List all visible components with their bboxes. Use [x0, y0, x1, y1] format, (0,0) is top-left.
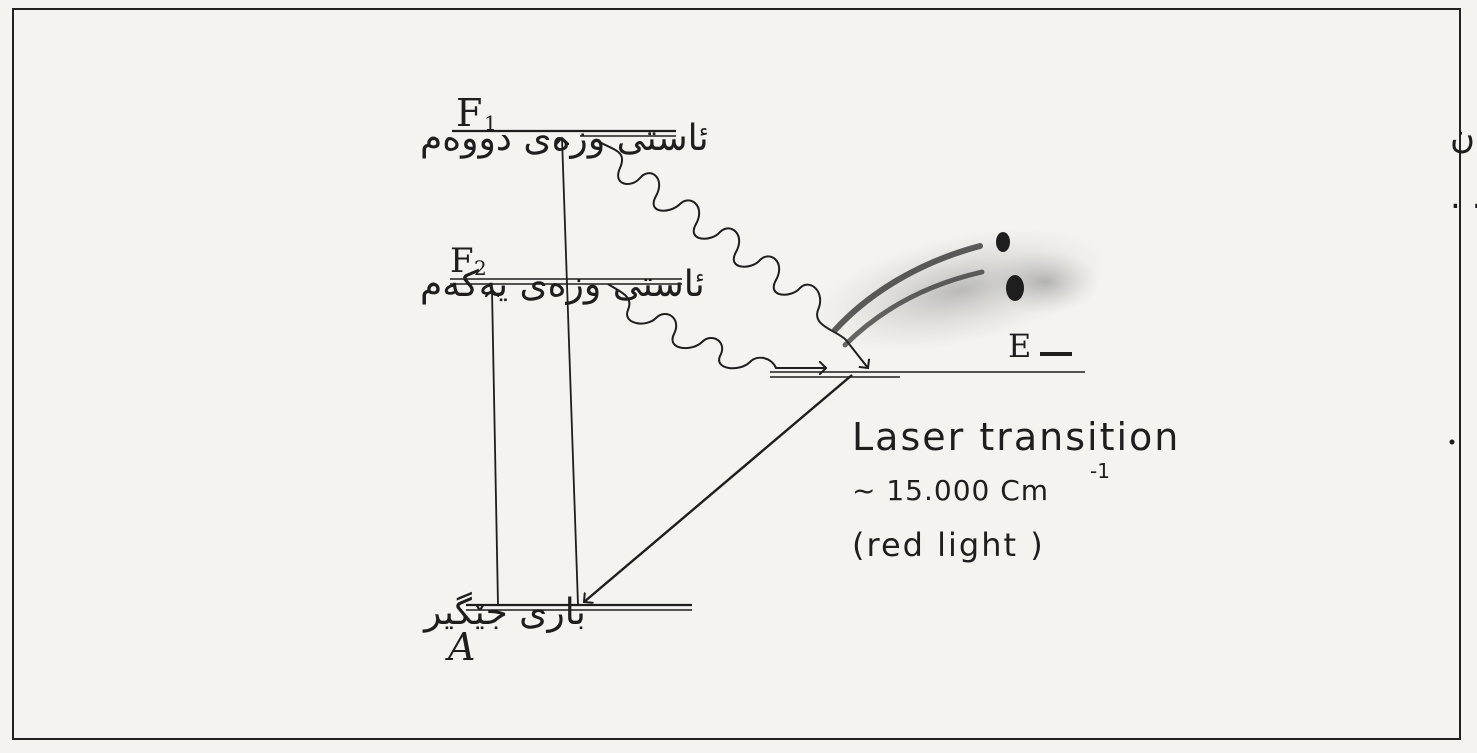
level-a-label: باری جێگیر [422, 591, 586, 633]
level-a-symbol: A [445, 625, 475, 669]
graphite-smudge [812, 227, 1108, 353]
level-f1-symbol-subscript: 1 [484, 111, 497, 135]
level-f2-label: ئاستی وزەی یەکەم [420, 264, 705, 305]
note-line-2: لە ئاستی وزەی جیاوازدا . . . . . [1450, 177, 1477, 217]
laser-transition-value-main: ~ 15.000 Cm [852, 474, 1049, 507]
wavy-decay-arrow-f1-to-e [595, 139, 868, 368]
excitation-arrow-a-to-f2 [492, 290, 498, 606]
level-f1-symbol: F 1 [456, 91, 497, 135]
excitation-arrow-a-to-f1 [562, 138, 579, 606]
level-f1-symbol-letter: F [456, 91, 482, 135]
level-a-line [466, 603, 692, 611]
laser-transition-value: ~ 15.000 Cm -1 [852, 459, 1110, 507]
level-f2-symbol-subscript: 2 [474, 256, 487, 280]
laser-transition-arrow [584, 374, 853, 602]
note-line-1: چۆنیەتی گواستنەوەی ئەلەکترۆنەکان [1450, 117, 1477, 157]
diagram-frame [12, 8, 1461, 740]
level-f1-label: ئاستی وزەی دووەم [420, 118, 709, 159]
wavy-decay-arrow-f2-to-e [607, 283, 826, 368]
level-f2-symbol-letter: F [450, 241, 474, 281]
level-f1-line [452, 129, 676, 137]
level-e-symbol: E [1008, 327, 1031, 365]
laser-transition-color-note: (red light ) [852, 526, 1045, 564]
laser-transition-value-exponent: -1 [1090, 459, 1110, 483]
pencil-dot [1449, 439, 1455, 445]
level-e-line [770, 371, 1085, 378]
laser-transition-title: Laser transition [852, 415, 1180, 459]
level-f2-symbol: F 2 [450, 241, 487, 281]
